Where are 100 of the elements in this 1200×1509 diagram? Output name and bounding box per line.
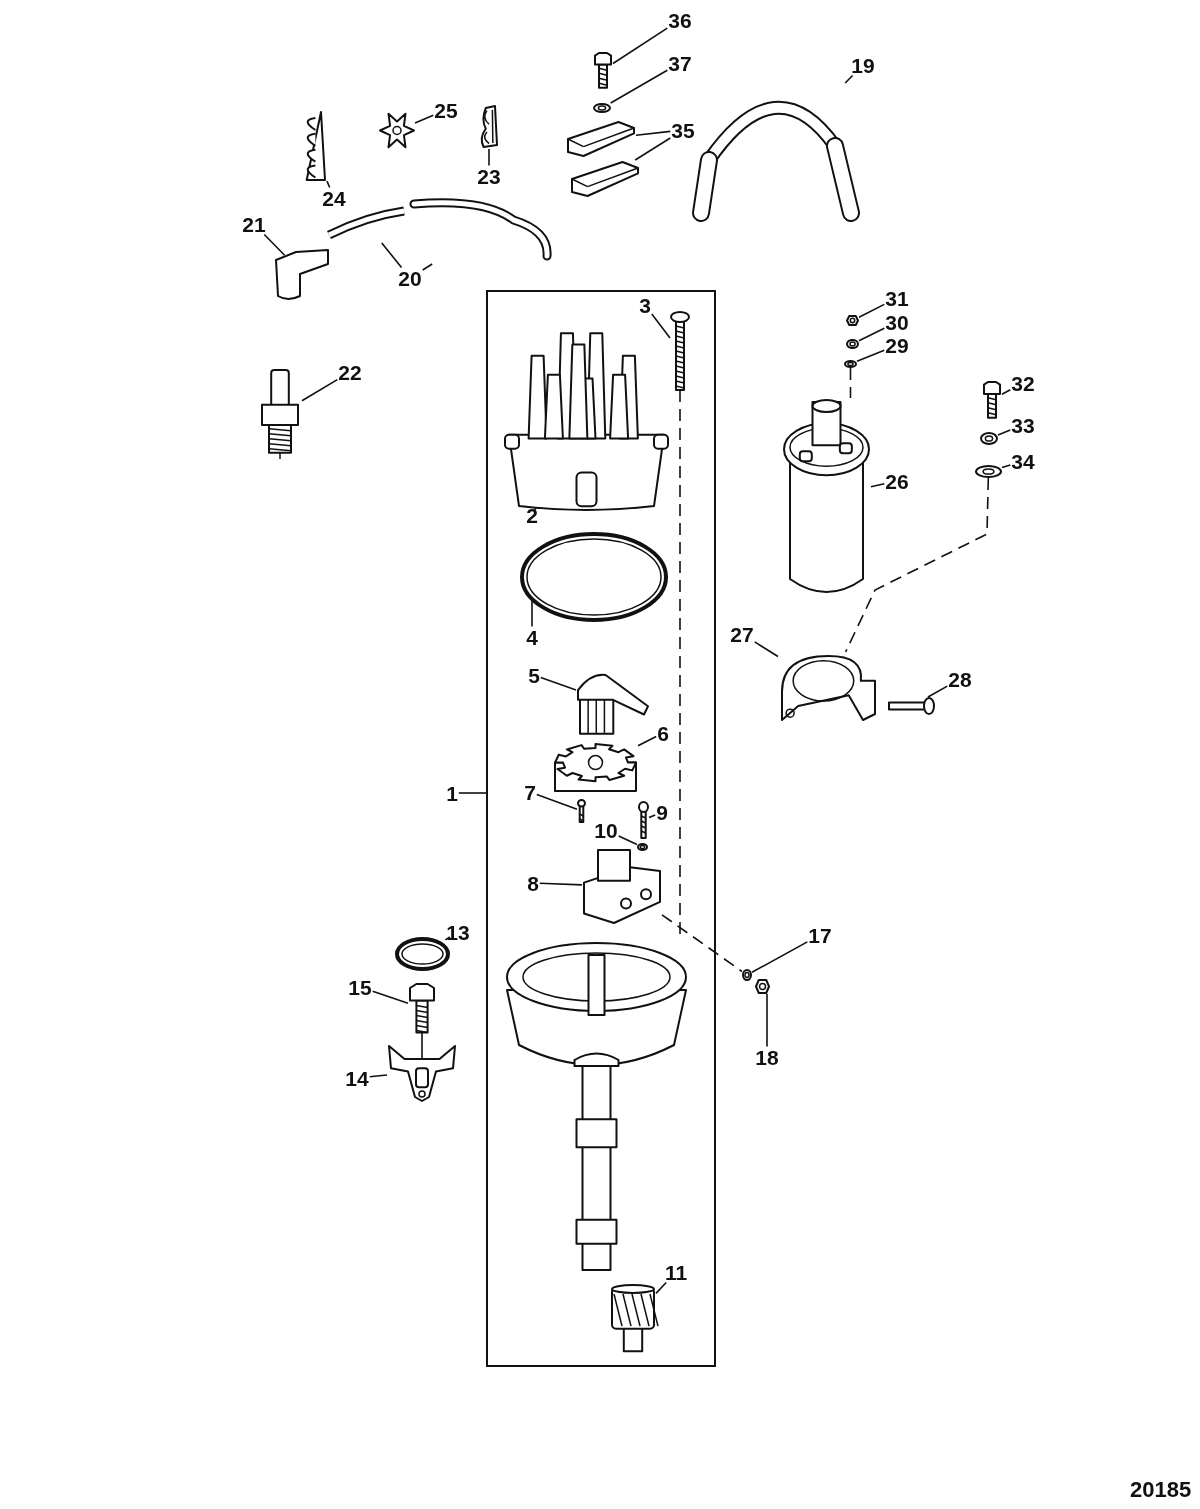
callout-number: 5: [527, 664, 541, 686]
small-screw-drawing: [577, 800, 586, 822]
bolt-drawing: [982, 381, 1002, 418]
screw-drawing: [670, 312, 690, 390]
leader-line: [326, 180, 331, 189]
callout-number: 20: [397, 267, 423, 289]
leader-line: [766, 993, 768, 1048]
ignition-coil-drawing: [782, 398, 871, 595]
leader-line: [927, 685, 949, 698]
alignment-line: [661, 914, 743, 973]
nut-drawing: [755, 979, 770, 994]
callout-number: 21: [241, 213, 267, 235]
leader-line: [539, 882, 583, 886]
leader-line: [648, 814, 656, 819]
leader-line: [371, 990, 409, 1005]
leader-line: [655, 1281, 667, 1295]
callout-number: 1: [445, 782, 459, 804]
ignition-module-drawing: [582, 848, 662, 925]
leader-line: [858, 327, 886, 342]
callout-number: 34: [1010, 450, 1036, 472]
callout-number: 26: [884, 470, 910, 492]
callout-number: 29: [884, 334, 910, 356]
callout-number: 22: [337, 361, 363, 383]
leader-line: [856, 349, 886, 363]
leader-line: [381, 242, 403, 269]
leader-line: [444, 936, 451, 941]
washer-drawing: [975, 465, 1002, 478]
alignment-line: [844, 477, 990, 653]
rotor-drawing: [576, 671, 650, 735]
callout-number: 18: [754, 1046, 780, 1068]
leader-line: [531, 599, 533, 628]
callout-number: 9: [655, 801, 669, 823]
coil-bracket-drawing: [778, 652, 879, 724]
washer-drawing: [593, 103, 611, 113]
callout-number: 13: [445, 921, 471, 943]
callout-number: 33: [1010, 414, 1036, 436]
leader-line: [858, 303, 886, 318]
callout-number: 4: [525, 626, 539, 648]
callout-number: 15: [347, 976, 373, 998]
wire-holder-drawing: [570, 160, 640, 198]
washer-drawing: [742, 969, 752, 981]
leader-line: [421, 1032, 423, 1060]
bolt-drawing: [593, 52, 613, 88]
leader-line: [1001, 464, 1012, 469]
leader-line: [488, 148, 490, 167]
leader-line: [368, 1074, 388, 1078]
callout-number: 11: [663, 1261, 689, 1283]
nut-drawing: [846, 315, 859, 326]
callout-number: 32: [1010, 372, 1036, 394]
callout-number: 36: [667, 9, 693, 31]
callout-number: 8: [526, 872, 540, 894]
leader-line: [617, 835, 638, 846]
leader-line: [870, 483, 886, 488]
callout-number: 7: [523, 781, 537, 803]
reluctor-drawing: [553, 743, 638, 792]
leader-line: [651, 313, 671, 339]
leader-line: [844, 74, 854, 84]
callout-number: 19: [850, 54, 876, 76]
washer-drawing: [637, 843, 648, 851]
callout-number: 17: [807, 924, 833, 946]
leader-line: [540, 676, 577, 691]
callout-number: 27: [729, 623, 755, 645]
wire-retainer-drawing: [379, 110, 415, 151]
screw-drawing: [638, 802, 649, 838]
leader-line: [301, 378, 339, 402]
callout-number: 2: [525, 504, 539, 526]
leader-line: [536, 793, 578, 811]
leader-line: [637, 735, 657, 747]
spark-plug-drawing: [258, 368, 302, 460]
callout-number: 24: [321, 187, 347, 209]
leader-line: [634, 137, 672, 161]
leader-line: [635, 130, 672, 136]
figure-number: 20185: [1130, 1477, 1192, 1503]
leader-line: [421, 263, 433, 271]
leader-line: [263, 233, 286, 257]
screw-drawing: [889, 697, 935, 715]
washer-drawing: [844, 360, 857, 368]
callout-number: 3: [638, 294, 652, 316]
callout-number: 31: [884, 287, 910, 309]
callout-number: 25: [433, 99, 459, 121]
alignment-line: [679, 389, 681, 936]
leader-line: [1001, 388, 1012, 395]
callout-number: 28: [947, 668, 973, 690]
callout-number: 30: [884, 311, 910, 333]
lock-washer-drawing: [846, 339, 859, 349]
wire-holder-drawing: [566, 120, 636, 158]
drive-gear-drawing: [610, 1284, 656, 1352]
bolt-drawing: [408, 983, 436, 1033]
leader-line: [753, 641, 779, 658]
gasket-ring-drawing: [520, 532, 668, 622]
wire-boot-drawing: [274, 246, 330, 300]
leader-line: [609, 69, 669, 104]
leader-line: [414, 114, 435, 124]
callout-number: 14: [344, 1067, 370, 1089]
callout-number: 23: [476, 165, 502, 187]
alignment-line: [849, 367, 852, 399]
callout-number: 35: [670, 119, 696, 141]
callout-number: 6: [656, 722, 670, 744]
callout-number: 37: [667, 52, 693, 74]
leader-line: [458, 792, 487, 794]
